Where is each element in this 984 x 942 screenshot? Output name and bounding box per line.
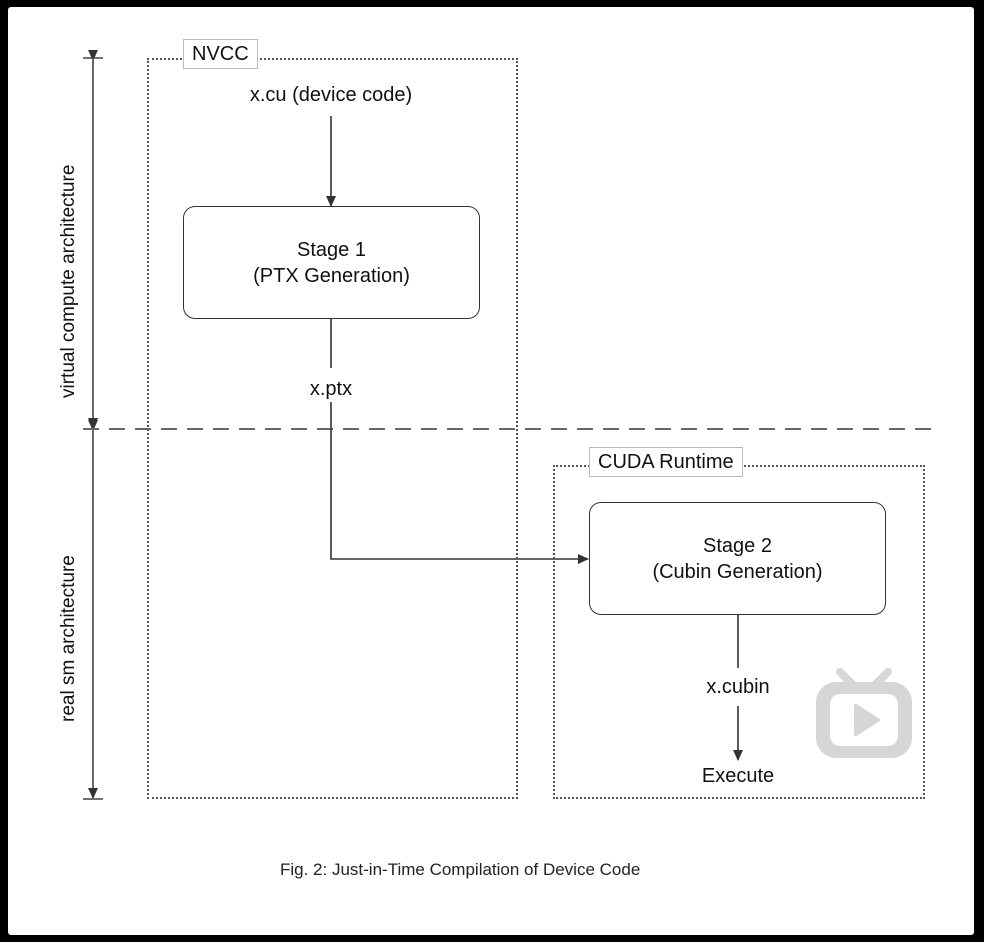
figure-caption: Fig. 2: Just-in-Time Compilation of Devi… [280, 860, 641, 879]
stage1-subtitle: (PTX Generation) [253, 264, 410, 287]
stage2-subtitle: (Cubin Generation) [652, 560, 823, 583]
execute-label: Execute [701, 765, 775, 787]
stage1-box: Stage 1 (PTX Generation) [183, 206, 480, 319]
stage1-title: Stage 1 [297, 238, 366, 261]
nvcc-label: NVCC [183, 39, 258, 69]
virtual-architecture-label: virtual compute architecture [58, 164, 79, 398]
cubin-file-label: x.cubin [706, 676, 770, 698]
stage2-box: Stage 2 (Cubin Generation) [589, 502, 886, 615]
real-architecture-label: real sm architecture [58, 555, 79, 722]
diagram-canvas [8, 7, 974, 935]
stage2-title: Stage 2 [703, 534, 772, 557]
bilibili-tv-play-icon [816, 668, 912, 758]
arrow-ptx-to-stage2 [330, 402, 589, 564]
cuda-runtime-label: CUDA Runtime [589, 447, 743, 477]
input-file-label: x.cu (device code) [249, 84, 413, 106]
ptx-file-label: x.ptx [309, 378, 353, 400]
nvcc-container [147, 58, 518, 799]
